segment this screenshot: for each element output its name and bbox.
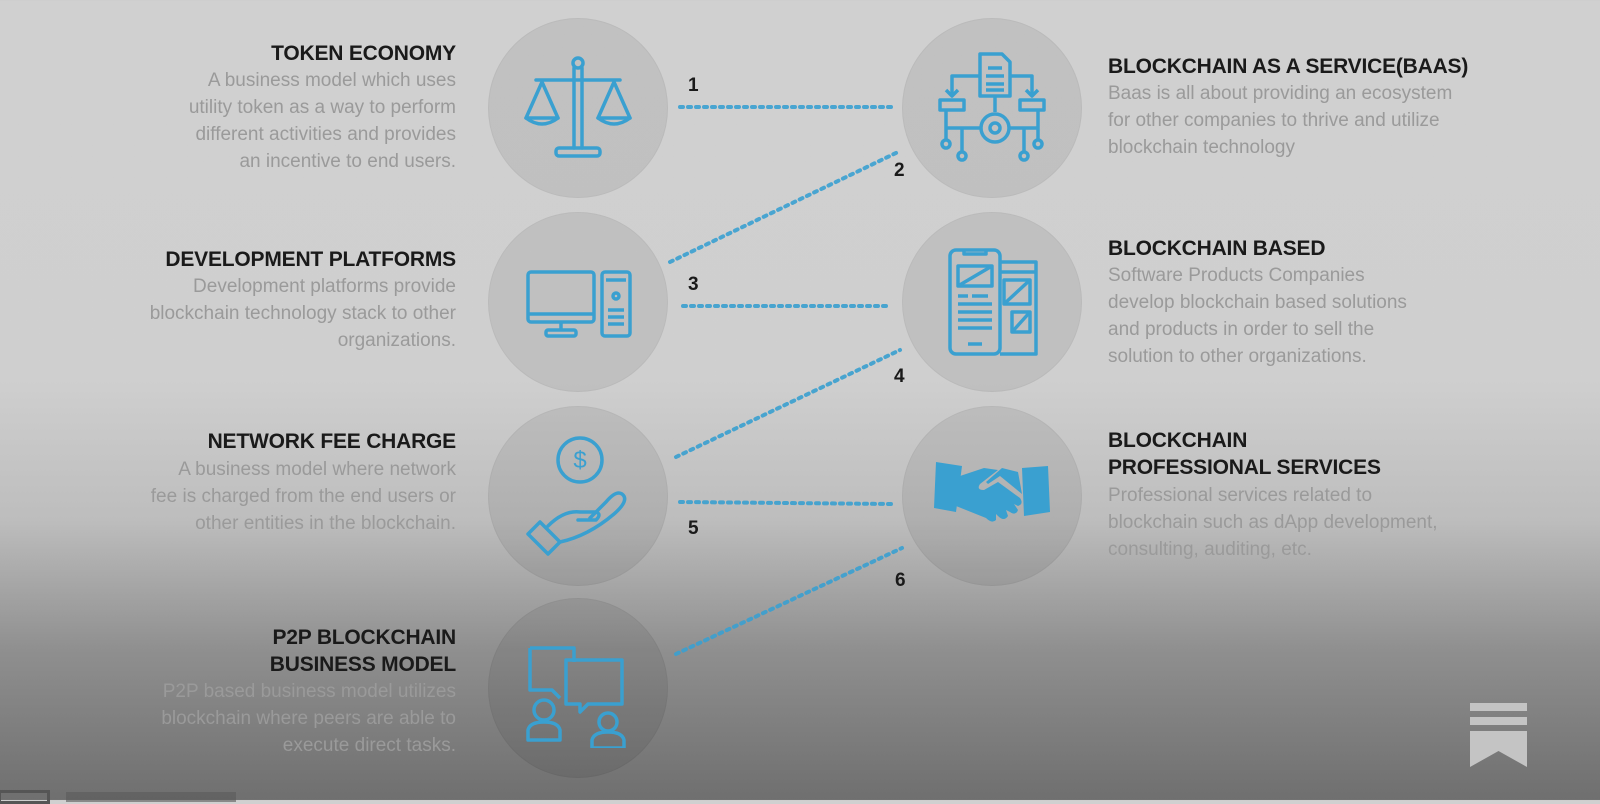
- svg-text:$: $: [573, 447, 586, 474]
- token-economy-title: TOKEN ECONOMY: [271, 42, 456, 65]
- step-number-3: 3: [688, 274, 699, 295]
- blockchain-based-circle: [902, 212, 1082, 392]
- development-platforms-circle: [488, 212, 668, 392]
- p2p-title: P2P BLOCKCHAIN BUSINESS MODEL: [269, 626, 456, 676]
- baas-description: Baas is all about providing an ecosystem…: [1108, 83, 1453, 158]
- handshake-icon: [934, 462, 1050, 522]
- network-fee-description: A business model where network fee is ch…: [150, 459, 456, 534]
- step-number-2: 2: [894, 160, 905, 181]
- step-number-5: 5: [688, 518, 699, 539]
- blockchain-based-title: BLOCKCHAIN BASED: [1108, 237, 1326, 260]
- baas-title: BLOCKCHAIN AS A SERVICE(BAAS): [1108, 55, 1469, 78]
- development-platforms-title: DEVELOPMENT PLATFORMS: [165, 248, 456, 271]
- network-fee-title: NETWORK FEE CHARGE: [207, 430, 457, 453]
- professional-services-description: Professional services related to blockch…: [1108, 485, 1438, 560]
- network-fee-circle: $: [488, 406, 668, 586]
- professional-services-title: BLOCKCHAIN PROFESSIONAL SERVICES: [1108, 429, 1381, 479]
- token-economy-circle: [488, 18, 668, 198]
- app-wireframe-icon: [948, 248, 1038, 356]
- step-number-4: 4: [894, 366, 905, 387]
- bookmark-logo-icon[interactable]: [1470, 703, 1527, 767]
- professional-services-circle: [902, 406, 1082, 586]
- baas-circle: [902, 18, 1082, 198]
- document-workflow-gear-icon: [938, 52, 1046, 162]
- brand-logo-box: [0, 790, 50, 804]
- p2p-circle: [488, 598, 668, 778]
- hand-coin-icon: $: [526, 436, 627, 556]
- p2p-description: P2P based business model utilizes blockc…: [161, 681, 456, 756]
- development-platforms-description: Development platforms provide blockchain…: [149, 276, 456, 351]
- desktop-computer-icon: [526, 270, 632, 338]
- p2p-chat-users-icon: [526, 646, 626, 748]
- step-number-6: 6: [895, 570, 906, 591]
- balance-scale-icon: [524, 56, 632, 158]
- token-economy-description: A business model which uses utility toke…: [188, 70, 456, 172]
- step-number-1: 1: [688, 75, 699, 96]
- blockchain-based-description: Software Products Companies develop bloc…: [1108, 265, 1407, 367]
- brand-text-clipped: [66, 792, 236, 802]
